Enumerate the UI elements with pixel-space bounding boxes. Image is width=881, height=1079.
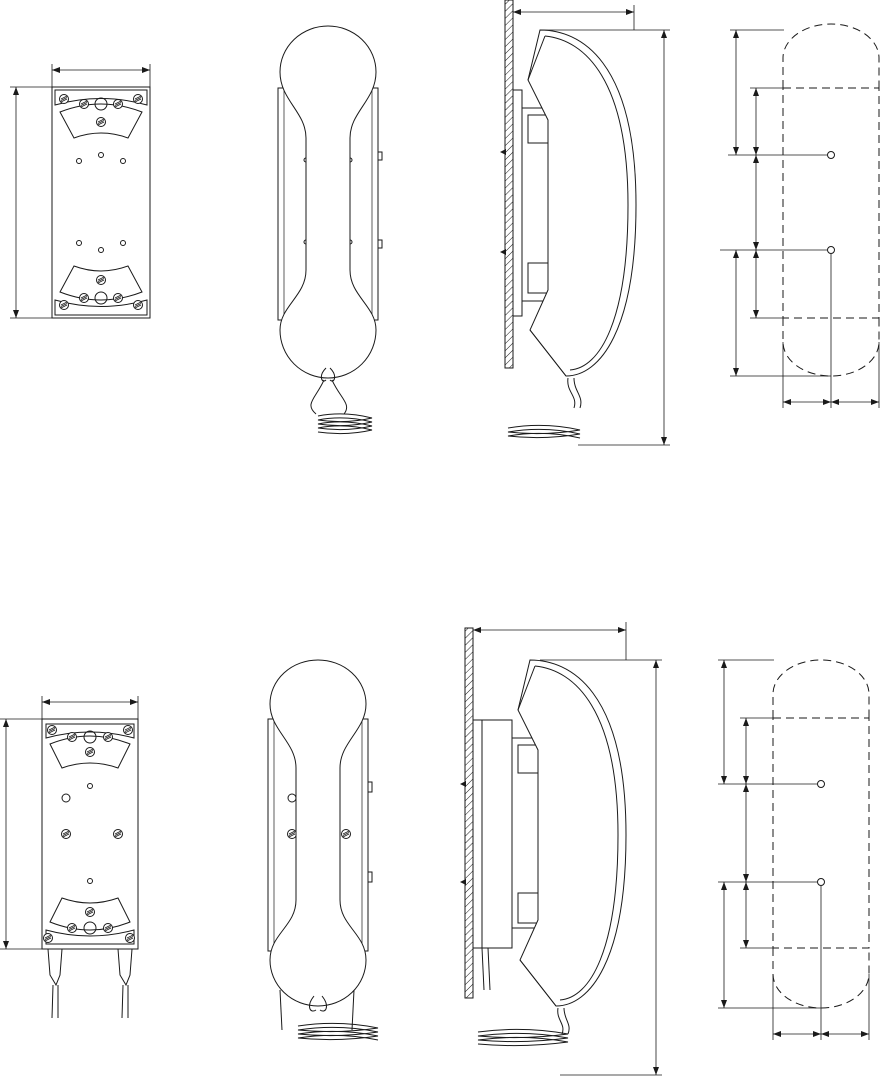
screw-icon xyxy=(62,830,71,839)
screw-icon xyxy=(342,830,351,839)
screw-icon xyxy=(126,934,135,943)
front-handset-view xyxy=(268,660,378,1040)
screw-icon xyxy=(68,733,77,742)
mounting-hole-layout xyxy=(720,24,879,408)
front-plate-view xyxy=(10,64,150,318)
front-plate-view xyxy=(0,696,138,1018)
screw-icon xyxy=(134,95,143,104)
screw-icon xyxy=(86,908,95,917)
screw-icon xyxy=(80,294,89,303)
screw-icon xyxy=(97,118,106,127)
screw-icon xyxy=(104,733,113,742)
screw-icon xyxy=(97,276,106,285)
side-view xyxy=(460,622,662,1075)
screw-icon xyxy=(134,301,143,310)
screw-icon xyxy=(60,95,69,104)
screw-icon xyxy=(114,100,123,109)
row-1-model-a xyxy=(10,0,879,445)
screw-icon xyxy=(124,726,133,735)
mounting-hole-layout xyxy=(718,660,869,1040)
screw-icon xyxy=(86,748,95,757)
screw-icon xyxy=(60,301,69,310)
screw-icon xyxy=(48,726,57,735)
screw-icon xyxy=(114,294,123,303)
front-handset-view xyxy=(278,26,382,434)
screw-icon xyxy=(288,830,297,839)
screw-icon xyxy=(104,924,113,933)
screw-icon xyxy=(80,100,89,109)
row-2-model-b xyxy=(0,622,869,1075)
screw-icon xyxy=(44,934,53,943)
side-view xyxy=(500,0,670,445)
screw-icon xyxy=(68,924,77,933)
screw-icon xyxy=(114,830,123,839)
